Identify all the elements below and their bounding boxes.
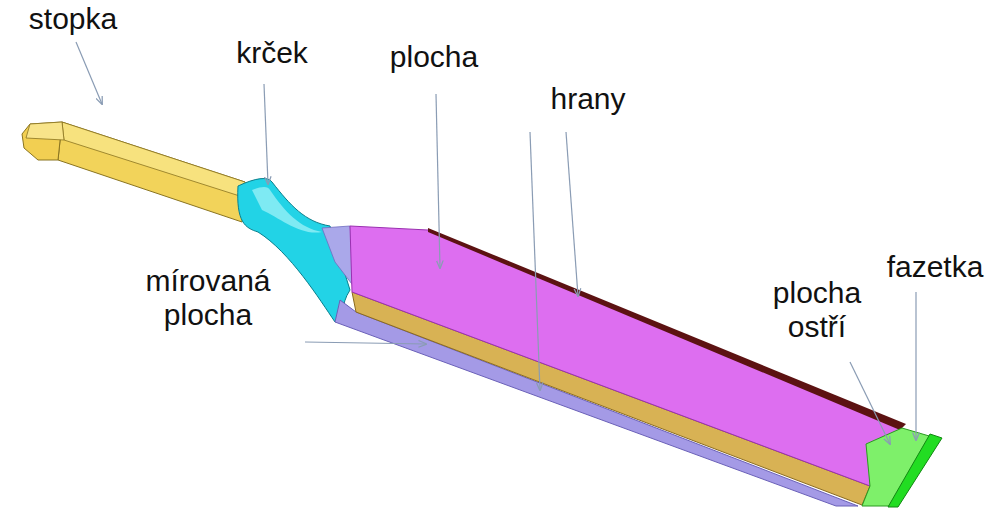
bevel — [888, 434, 942, 507]
top-edge — [428, 228, 906, 430]
part-label: stopka — [8, 2, 138, 36]
top-face — [350, 226, 900, 486]
tang — [22, 122, 246, 222]
part-label: plocha ostří — [752, 276, 882, 344]
part-label: mírovaná plocha — [118, 264, 298, 332]
part-label: fazetka — [870, 250, 1000, 284]
leader-lines — [76, 42, 916, 444]
part-label: hrany — [528, 82, 648, 116]
neck-shade — [252, 187, 322, 233]
part-label: krček — [222, 36, 322, 70]
part-label: plocha — [374, 40, 494, 74]
